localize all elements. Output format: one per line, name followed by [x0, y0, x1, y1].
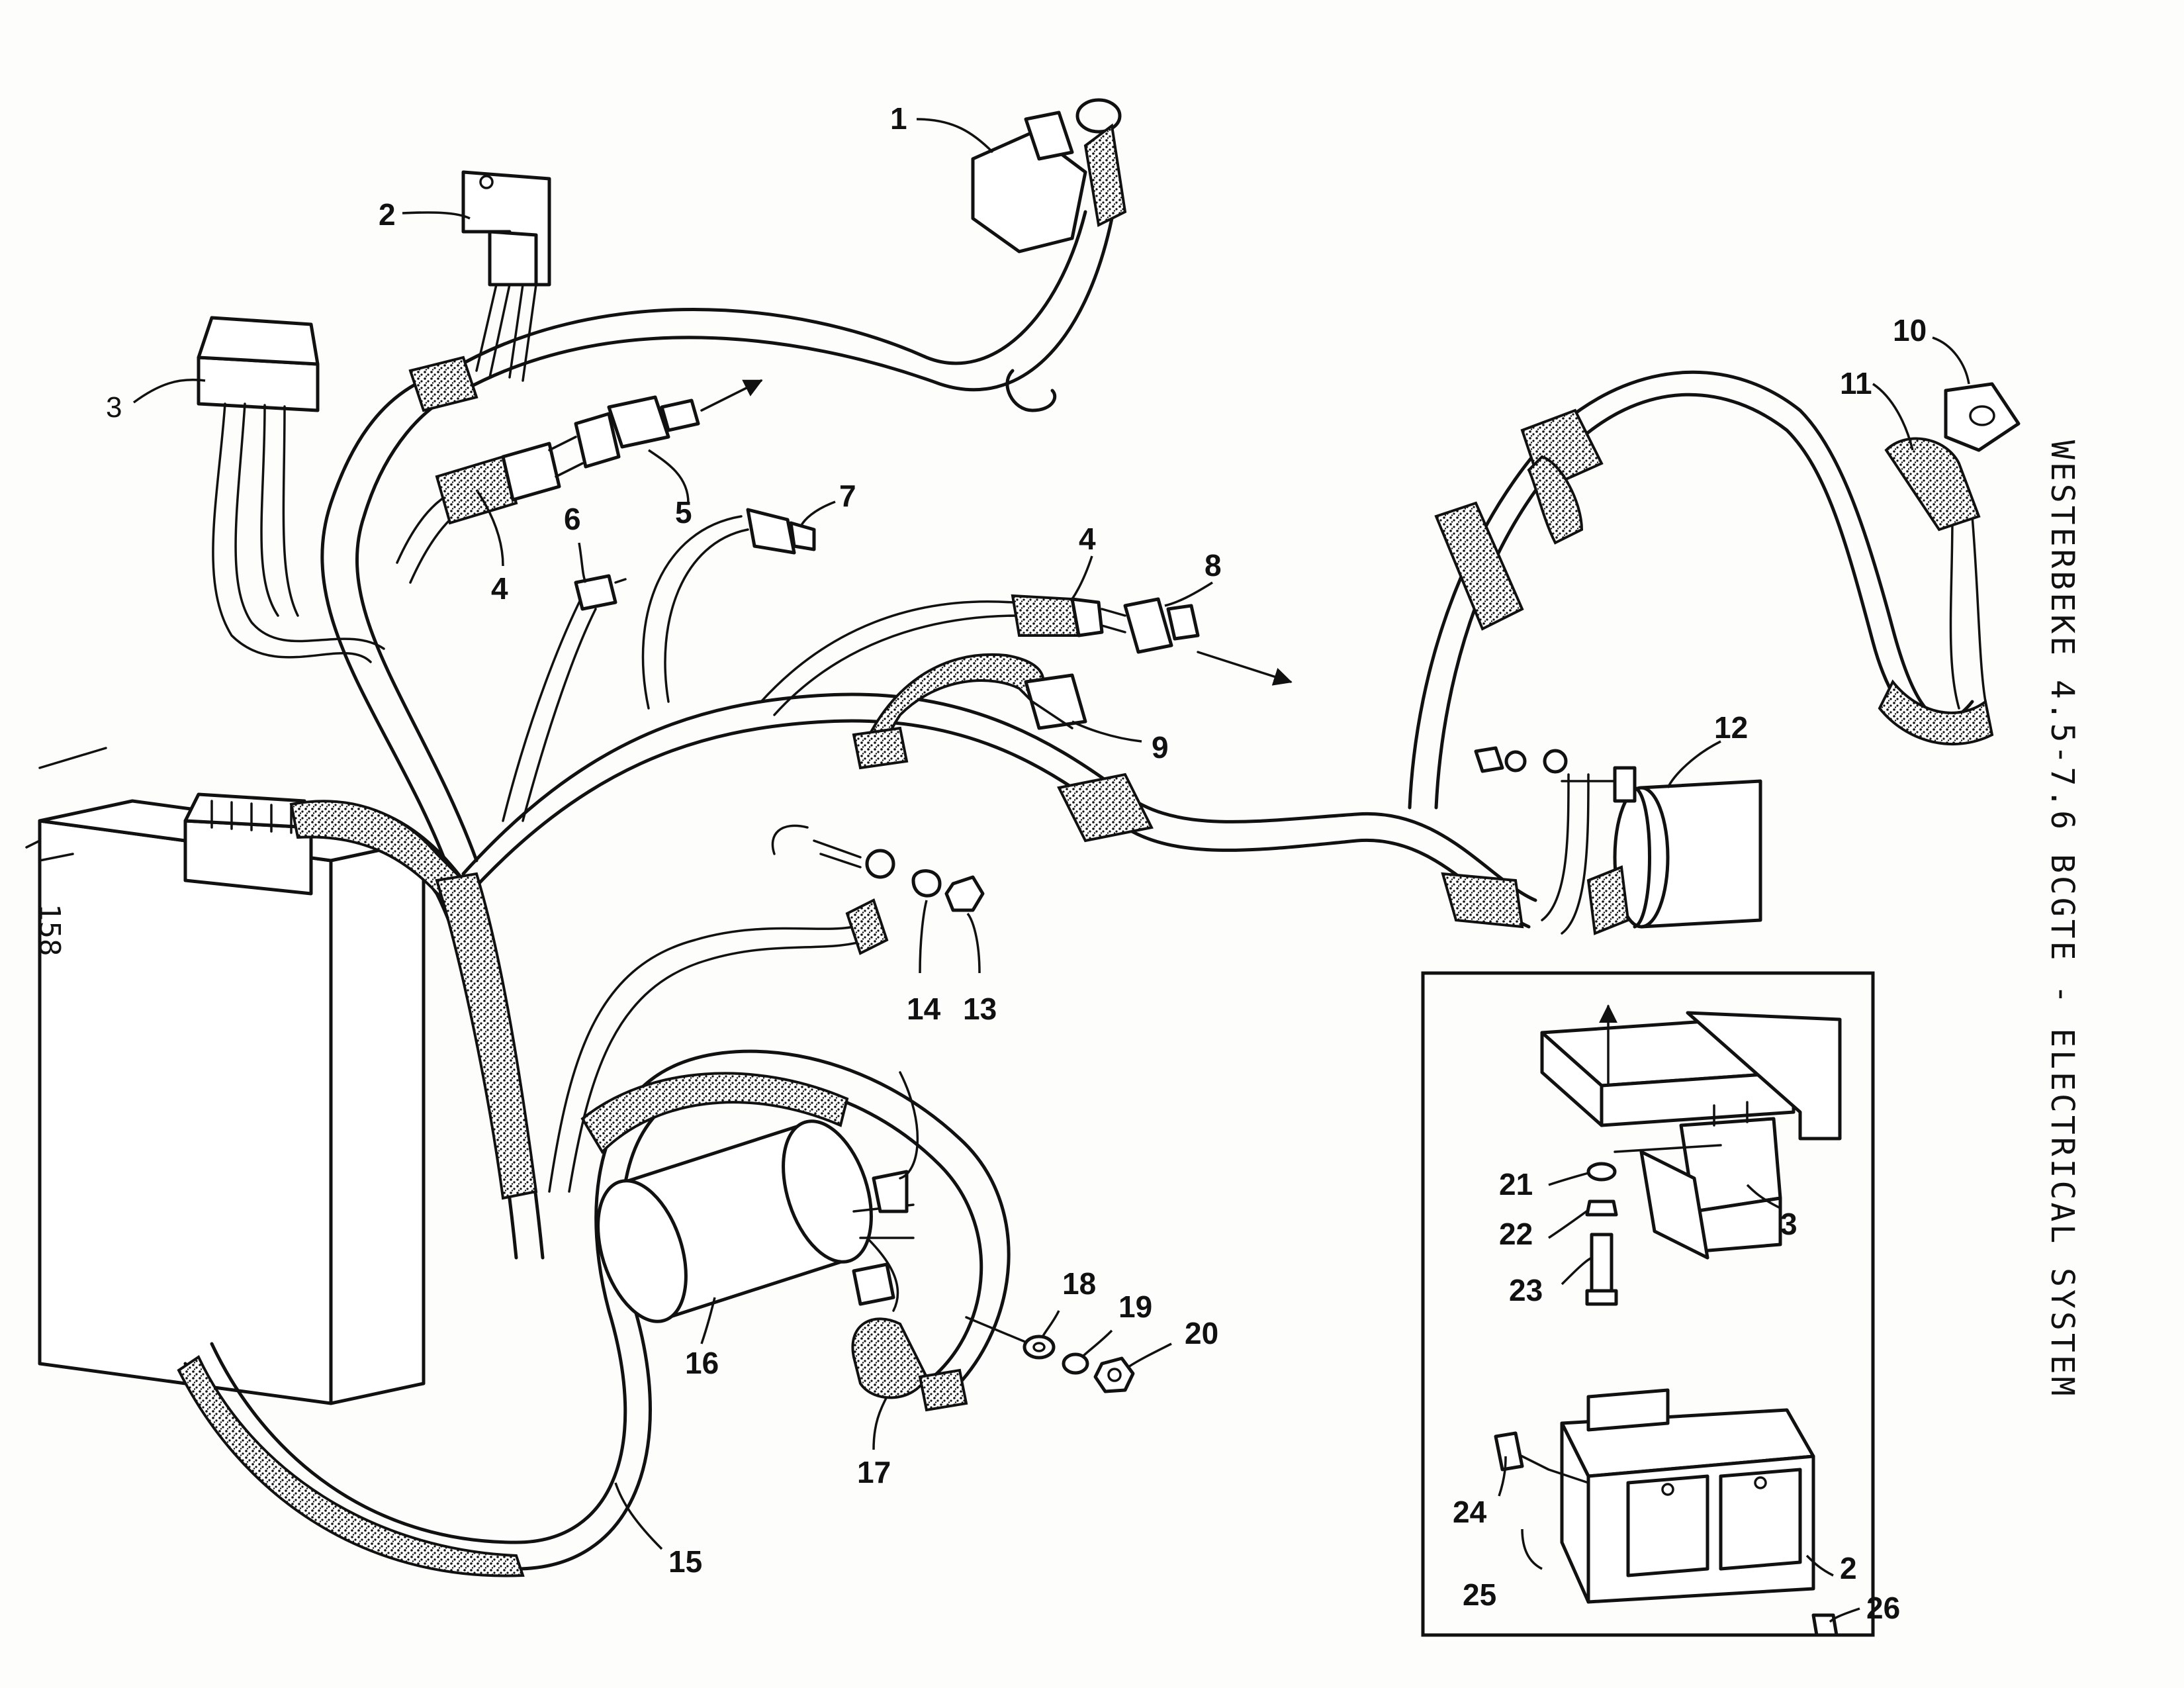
page-number: 158 [32, 904, 66, 956]
callout-8: 8 [1205, 548, 1222, 583]
item-17-boot [851, 1237, 968, 1412]
item-4-boot-lower [760, 594, 1104, 716]
callout-13: 13 [963, 992, 997, 1026]
callout-16: 16 [685, 1346, 719, 1380]
callout-22: 22 [1499, 1217, 1533, 1251]
callout-9: 9 [1152, 730, 1169, 765]
side-title: WESTERBEKE 4.5-7.6 BCGTE - ELECTRICAL SY… [2044, 440, 2081, 1399]
callout-14: 14 [907, 992, 941, 1026]
callout-11: 11 [1840, 366, 1872, 400]
callout-18: 18 [1062, 1266, 1096, 1301]
item-1-sender [971, 98, 1127, 254]
inset-frame [1421, 971, 1875, 1637]
control-box-connector [183, 792, 313, 896]
callout-labels: 1 2 3 4 5 6 7 4 8 9 10 11 12 13 14 15 16… [106, 101, 1927, 1625]
item-8-sender [1101, 597, 1293, 686]
callout-20: 20 [1185, 1316, 1218, 1350]
callout-4-upper: 4 [491, 571, 508, 606]
item-3-connector [197, 316, 385, 663]
callout-7: 7 [839, 479, 856, 513]
inset-hardware-21-23 [1585, 1162, 1618, 1306]
wire-clip [1005, 369, 1057, 412]
item-9-connector [852, 653, 1087, 770]
callout-3: 3 [106, 391, 122, 424]
callout-6: 6 [564, 502, 581, 536]
item-16-solenoid [596, 1071, 919, 1323]
item-18-20-hardware [965, 1316, 1135, 1393]
item-2-connector [461, 170, 551, 382]
item-4-boot-upper [396, 442, 561, 584]
callout-2: 2 [379, 197, 396, 232]
callout-3-inset: 3 [1780, 1207, 1797, 1241]
main-harness [289, 210, 1537, 1260]
inset-relay-bracket-upper [1540, 1004, 1842, 1260]
callout-21: 21 [1499, 1167, 1533, 1201]
callout-26: 26 [1866, 1591, 1900, 1625]
callout-10: 10 [1893, 313, 1927, 348]
callout-1: 1 [890, 101, 907, 136]
callout-5: 5 [675, 495, 692, 530]
callout-19: 19 [1118, 1289, 1152, 1324]
callout-2-inset: 2 [1840, 1551, 1857, 1585]
item-7-sensor [641, 508, 816, 710]
callout-4-lower: 4 [1079, 522, 1096, 556]
callout-17: 17 [857, 1455, 891, 1489]
item-13-14-ground-terminal [548, 824, 985, 1193]
callout-12: 12 [1714, 710, 1748, 745]
item-10-11-sender [1408, 370, 2021, 810]
inset-relay-bracket-lower [1494, 1388, 1839, 1637]
callout-23: 23 [1509, 1273, 1543, 1307]
item-12-ground-pipe [1474, 746, 1762, 935]
leader-lines [132, 118, 1970, 1623]
item-6-sensor [502, 574, 627, 822]
callout-24: 24 [1453, 1495, 1487, 1529]
harness-lower-loop [177, 1049, 1011, 1577]
item-5-sender [548, 379, 763, 478]
callout-25: 25 [1463, 1577, 1496, 1612]
callout-15: 15 [668, 1544, 702, 1579]
